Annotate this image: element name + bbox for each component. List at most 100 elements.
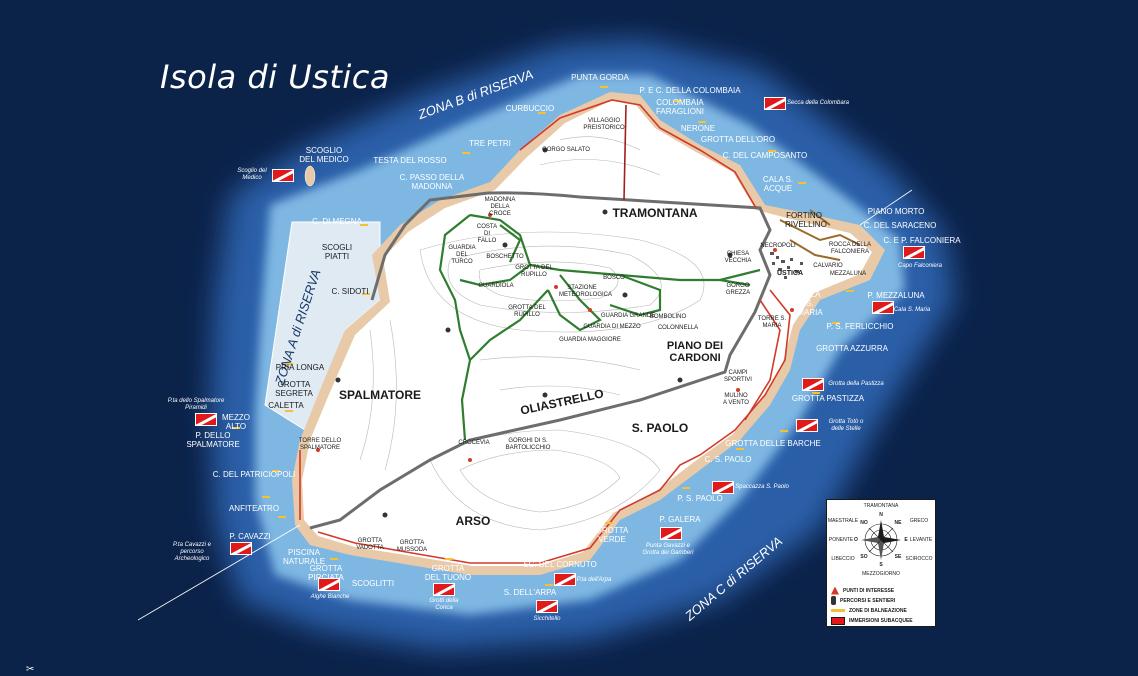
place-p-falconiera: C. E P. FALCONIERA <box>883 236 961 245</box>
place-guardia-maggiore: GUARDIA MAGGIORE <box>559 337 621 343</box>
scoglio-medico-islet <box>304 165 316 187</box>
green-trails <box>438 213 761 441</box>
dive-label-falconiera: Capo Falconiera <box>897 263 943 269</box>
legend-dive-flag-icon <box>831 616 845 625</box>
dive-flag-gavazzi[interactable] <box>660 527 682 540</box>
place-forting-rivellino: FORTINO RIVELLINO <box>785 211 827 229</box>
compass-scirocco: SCIROCCO <box>905 556 933 562</box>
place-p-galera: P. GALERA <box>659 515 701 524</box>
legend-bathing-icon <box>831 609 845 612</box>
place-c-s-paolo: C. S. PAOLO <box>704 455 752 464</box>
compass-e: E <box>904 537 908 543</box>
place-grotta-tuono: GROTTA DEL TUONO <box>424 564 472 582</box>
place-p-cavazzi: P. CAVAZZI <box>229 532 271 541</box>
place-piscina-naturale: PISCINA NATURALE <box>282 548 326 566</box>
legend-row-bathing: ZONE DI BALNEAZIONE <box>831 606 907 615</box>
dive-label-spaccazza: Spaccazza S. Paolo <box>735 484 789 490</box>
place-calvario: CALVARIO <box>813 263 843 269</box>
compass-se: SE <box>894 554 902 560</box>
place-mezzo-alto: MEZZO ALTO <box>222 413 250 431</box>
dive-flag-cala-s-maria[interactable] <box>872 301 894 314</box>
place-scoglio-medico: SCOGLIO DEL MEDICO <box>299 146 349 164</box>
dive-flag-cavazzi[interactable] <box>230 542 252 555</box>
compass-no: NO <box>860 520 868 526</box>
place-grotta-azzurra: GROTTA AZZURRA <box>816 344 888 353</box>
contour-lines <box>359 136 705 531</box>
legend-interest-icon <box>831 586 839 595</box>
compass-libeccio: LIBECCIO <box>831 556 855 562</box>
place-c-patriciopoli: C. DEL PATRICIOPOLI <box>212 470 296 479</box>
village-paths <box>779 209 861 261</box>
red-coastal-trail <box>299 99 791 564</box>
place-s-arpa: S. DELL'ARPA <box>503 588 557 597</box>
arrow-line-sw <box>137 524 301 621</box>
dive-flag-grotti-tuono[interactable] <box>433 583 455 596</box>
dive-flag-scoglio-medico[interactable] <box>272 169 294 182</box>
place-testa-rosso: TESTA DEL ROSSO <box>373 156 447 165</box>
legend-hiker-icon <box>831 596 836 605</box>
place-crocevia: CROCEVIA <box>458 440 490 446</box>
dive-label-scoglio-medico: Scoglio del Medico <box>237 168 267 181</box>
place-gorgo-salato: GORGO SALATO <box>542 147 590 153</box>
compass-ne: NE <box>894 520 902 526</box>
place-p-s-paolo: P. S. PAOLO <box>677 494 723 503</box>
region-tramontana: TRAMONTANA <box>612 206 698 220</box>
legend-row-interest: PUNTI DI INTERESSE <box>831 586 894 595</box>
place-camposanto: C. DEL CAMPOSANTO <box>722 151 808 160</box>
poi-markers <box>316 213 794 462</box>
compass-mezzogiorno: MEZZOGIORNO <box>862 571 900 577</box>
dive-label-colombara: Secca della Colombara <box>786 100 850 106</box>
compass-levante: LEVANTE <box>909 537 933 543</box>
legend-interest-text: PUNTI DI INTERESSE <box>843 587 895 594</box>
dive-flag-sicchitello[interactable] <box>536 600 558 613</box>
map-legend: TRAMONTANA MEZZOGIORNO PONENTE LEVANTE M… <box>826 499 936 627</box>
place-c-saraceno: C. DEL SARACENO <box>863 221 937 230</box>
place-tre-petri: TRE PETRI <box>469 139 511 148</box>
place-grotta-mussoda: GROTTA MUSSODA <box>396 540 428 553</box>
dive-flag-tota[interactable] <box>796 419 818 432</box>
place-stazione: STAZIONE METEOROLOGICA <box>559 285 613 298</box>
place-costa-fallo: COSTA DI FALLO <box>476 224 498 244</box>
place-grotta-rupillo: GROTTA DEL RUPILLO <box>515 265 553 278</box>
dive-flag-spaccazza[interactable] <box>712 481 734 494</box>
dive-label-spalmatore: P.ta dello Spalmatore Piramidi <box>167 398 225 411</box>
dive-label-pastizza: Grotta della Pastizza <box>828 381 884 387</box>
place-chiesa-vecchia: CHIESA VECCHIA <box>724 251 752 264</box>
dive-flag-falconiera[interactable] <box>903 246 925 259</box>
place-grotta-verde: GROTTA VERDE <box>595 526 629 544</box>
compass-o: O <box>854 537 858 543</box>
place-bomboino: BOMBOLINO <box>649 314 687 320</box>
west-road <box>370 191 489 301</box>
place-curbuccio: CURBUCCIO <box>505 104 555 113</box>
place-colombaia-c: P. E C. DELLA COLOMBAIA <box>639 86 741 95</box>
region-piano-cardoni: PIANO DEI CARDONI <box>666 340 724 364</box>
legend-paths-text: PERCORSI E SENTIERI <box>840 597 896 604</box>
legend-row-paths: PERCORSI E SENTIERI <box>831 596 895 605</box>
red-north-path <box>623 104 627 201</box>
place-c-sidoti: C. SIDOTI <box>331 287 369 296</box>
place-cala-acque: CALA S. ACQUE <box>762 175 794 193</box>
place-passo-madonna: C. PASSO DELLA MADONNA <box>399 173 465 191</box>
place-rocca-falconiera: ROCCA DELLA FALCONIERA <box>828 242 871 255</box>
place-torre-spalmatore: TORRE DELLO SPALMATORE <box>298 438 342 451</box>
place-ustica: USTICA <box>776 270 804 277</box>
place-piano-morto: PIANO MORTO <box>867 207 925 216</box>
dive-flag-pastizza[interactable] <box>802 378 824 391</box>
place-guardia-mezzo: GUARDIA DI MEZZO <box>583 324 641 330</box>
scissors-icon: ✂ <box>26 664 35 675</box>
arrow-line-ne <box>859 189 913 226</box>
compass-rose-graphic <box>861 520 901 560</box>
place-p-mezzaluna: P. MEZZALUNA <box>867 291 925 300</box>
place-punta-gorda: PUNTA GORDA <box>571 73 629 82</box>
dive-flag-alghe-bianche[interactable] <box>318 578 340 591</box>
place-guardia-grande: GUARDIA GRANDE <box>600 313 656 319</box>
dive-flag-colombara[interactable] <box>764 97 786 110</box>
place-colonnella: COLONNELLA <box>657 325 699 331</box>
place-mulino-vento: MULINO A VENTO <box>723 393 749 406</box>
place-scoglitti: SCOGLITTI <box>351 579 395 588</box>
place-guardia-turco: GUARDIA DEL TURCO <box>448 245 476 265</box>
dive-flag-spalmatore[interactable] <box>195 413 217 426</box>
dive-flag-arpa[interactable] <box>554 573 576 586</box>
